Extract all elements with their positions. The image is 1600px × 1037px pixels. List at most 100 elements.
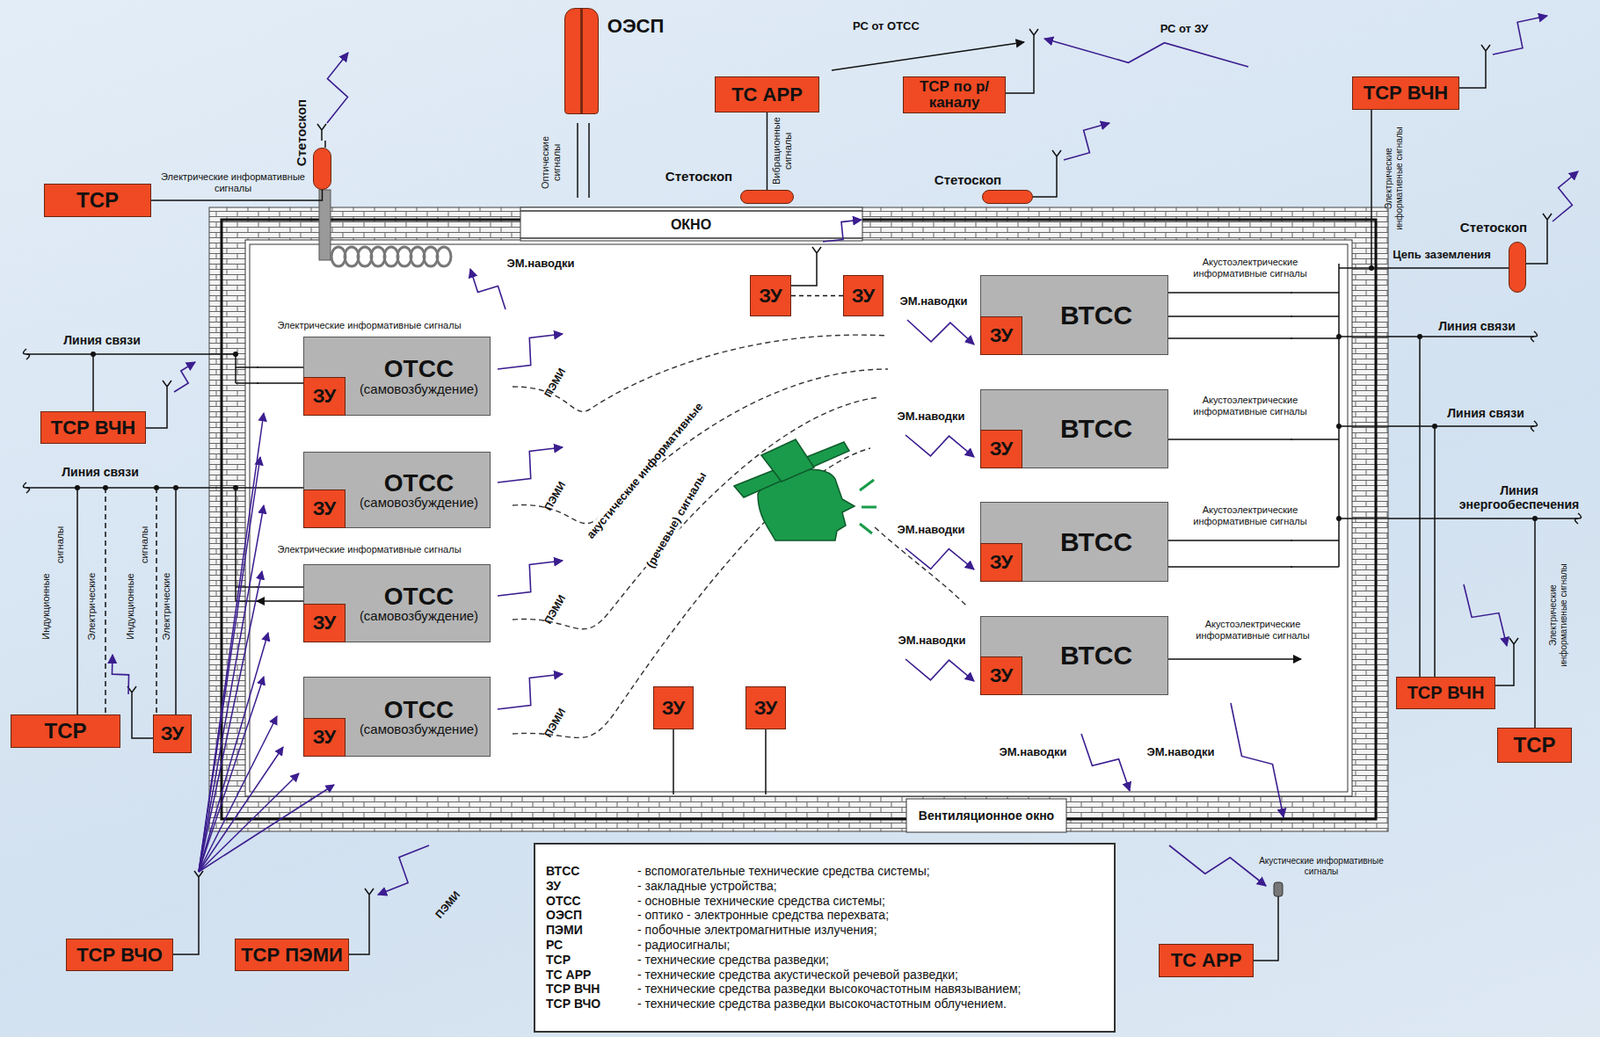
acoustic-wave bbox=[512, 334, 968, 738]
box-label: ЗУ bbox=[989, 552, 1014, 573]
box-label: ЗУ bbox=[989, 438, 1014, 459]
emission-arrow bbox=[1492, 15, 1548, 55]
equipment-box: ВТСС ЗУ bbox=[980, 275, 1169, 356]
intel-device-box: ТС АРР bbox=[1158, 944, 1254, 978]
legend-definition: - побочные электромагнитные излучения; bbox=[637, 923, 1021, 939]
emission-arrow bbox=[905, 548, 975, 570]
junction-dot bbox=[1368, 265, 1375, 271]
intel-device-box: ТСР bbox=[1497, 727, 1572, 764]
annotation-label: Электрические bbox=[86, 573, 98, 641]
legend-definition: - технические средства разведки высокоча… bbox=[637, 996, 1021, 1012]
emission-arrow bbox=[497, 674, 563, 710]
stethoscope: Стетоскоп bbox=[1508, 241, 1527, 293]
microphone bbox=[1273, 882, 1283, 897]
box-label: ТСР ВЧН bbox=[1363, 82, 1449, 103]
intel-device-box: ТСР ВЧН bbox=[1352, 76, 1460, 110]
equipment-box: ВТССЗУ bbox=[980, 389, 1169, 469]
annotation-label: Электрические информативные сигналы bbox=[1383, 119, 1404, 239]
antenna bbox=[194, 871, 204, 888]
emission-arrow bbox=[174, 362, 196, 393]
junction-dot bbox=[153, 485, 160, 491]
coil bbox=[331, 247, 451, 267]
junction-dot bbox=[232, 351, 239, 357]
equipment-box: ВТСС ЗУ bbox=[980, 616, 1169, 696]
connector-label: Вибрационные сигналы bbox=[770, 117, 793, 185]
emission-arrow bbox=[111, 15, 1579, 895]
intel-device-box: ТС АРР bbox=[714, 76, 820, 113]
intel-device-box: ТСР bbox=[10, 714, 121, 749]
box-label: ОТСС bbox=[384, 470, 454, 496]
legend-abbreviation: ОТСС bbox=[545, 894, 631, 910]
room-wall bbox=[221, 219, 1376, 820]
acoustic-wave bbox=[512, 397, 880, 630]
annotation-label: Акустоэлектрические информативные сигнал… bbox=[1186, 618, 1319, 641]
legend-definition: - технические средства разведки высокоча… bbox=[637, 981, 1021, 997]
box-label: ТСР ПЭМИ bbox=[240, 945, 343, 966]
junction-dot bbox=[232, 485, 239, 491]
annotation-label: ЭМ.наводки bbox=[506, 257, 575, 271]
equipment-box: ОТСС(самовозбуждение) ЗУ bbox=[303, 564, 491, 643]
antenna bbox=[364, 888, 374, 906]
annotation-label: ЭМ.наводки bbox=[897, 634, 966, 648]
antenna bbox=[317, 123, 327, 141]
speaker-figure bbox=[761, 439, 815, 482]
legend-abbreviation: ТСР ВЧО bbox=[545, 996, 631, 1012]
equipment-box: ОТСС(самовозбуждение)ЗУ bbox=[303, 451, 491, 529]
box-label: ЗУ bbox=[312, 385, 337, 407]
bug-device-box: ЗУ bbox=[303, 603, 346, 643]
intel-device-box: ЗУ bbox=[749, 275, 792, 317]
emission-arrow bbox=[1169, 845, 1266, 887]
emission-arrow bbox=[1230, 703, 1284, 818]
box-label: ВТСС bbox=[1060, 641, 1133, 670]
annotation-label: Акустические информативные сигналы bbox=[1255, 856, 1388, 877]
intel-device-box: ЗУ bbox=[843, 275, 884, 317]
box-label: ОТСС bbox=[384, 583, 454, 610]
box-label: ТСР bbox=[76, 189, 119, 211]
irradiation-arrow bbox=[198, 747, 284, 873]
junction-dot bbox=[1336, 334, 1342, 340]
speaker-figure bbox=[859, 480, 877, 534]
junction-dot bbox=[90, 351, 96, 357]
wire bbox=[26, 354, 304, 602]
box-label: ОЭСП bbox=[607, 15, 664, 37]
wire bbox=[105, 487, 157, 715]
coil bbox=[436, 247, 451, 267]
room-wall bbox=[245, 240, 1353, 797]
box-label: (самовозбуждение) bbox=[359, 609, 479, 624]
speaker-figure bbox=[734, 439, 877, 541]
annotation-label: Акустоэлектрические информативные сигнал… bbox=[1184, 504, 1317, 527]
annotation-label: Электрические информативные сигналы bbox=[276, 544, 461, 556]
legend-abbreviation: РС bbox=[545, 938, 631, 953]
antenna bbox=[1481, 44, 1491, 62]
bug-device-box: ЗУ bbox=[980, 656, 1023, 696]
junction-dot bbox=[102, 485, 109, 491]
antenna bbox=[1542, 213, 1552, 231]
wire bbox=[577, 42, 1025, 795]
emission-arrow bbox=[1063, 123, 1110, 160]
annotation-label: ЭМ.наводки bbox=[1146, 746, 1215, 760]
microphone bbox=[1273, 882, 1283, 897]
annotation-label: акустические информативные bbox=[583, 399, 708, 544]
annotation-label: РС от ЗУ bbox=[1160, 22, 1209, 37]
antenna bbox=[812, 247, 822, 264]
annotation-label: РС от ОТСС bbox=[852, 20, 920, 34]
box-label: ЗУ bbox=[851, 285, 876, 306]
bug-device-box: ЗУ bbox=[980, 316, 1023, 356]
irradiation-arrow bbox=[198, 676, 264, 873]
wire bbox=[791, 45, 1548, 686]
box-label: ЗУ bbox=[758, 285, 783, 306]
box-label: ТСР ВЧН bbox=[1407, 683, 1485, 703]
box-label: ЗУ bbox=[312, 612, 337, 633]
annotation-label: сигналы bbox=[54, 526, 66, 564]
irradiation-arrow bbox=[198, 773, 299, 873]
box-label: ВТСС bbox=[1060, 301, 1133, 330]
annotation-label: Индукционные bbox=[40, 573, 52, 640]
annotation-label: ЭМ.наводки bbox=[896, 410, 965, 424]
room-wall bbox=[209, 207, 1389, 832]
stethoscope: Стетоскоп bbox=[312, 147, 332, 190]
legend-definition: - вспомогательные технические средства с… bbox=[637, 864, 1021, 880]
bug-device-box: ЗУ bbox=[980, 543, 1023, 582]
intel-device-box: ЗУ bbox=[653, 686, 694, 730]
emission-arrow bbox=[497, 447, 563, 483]
